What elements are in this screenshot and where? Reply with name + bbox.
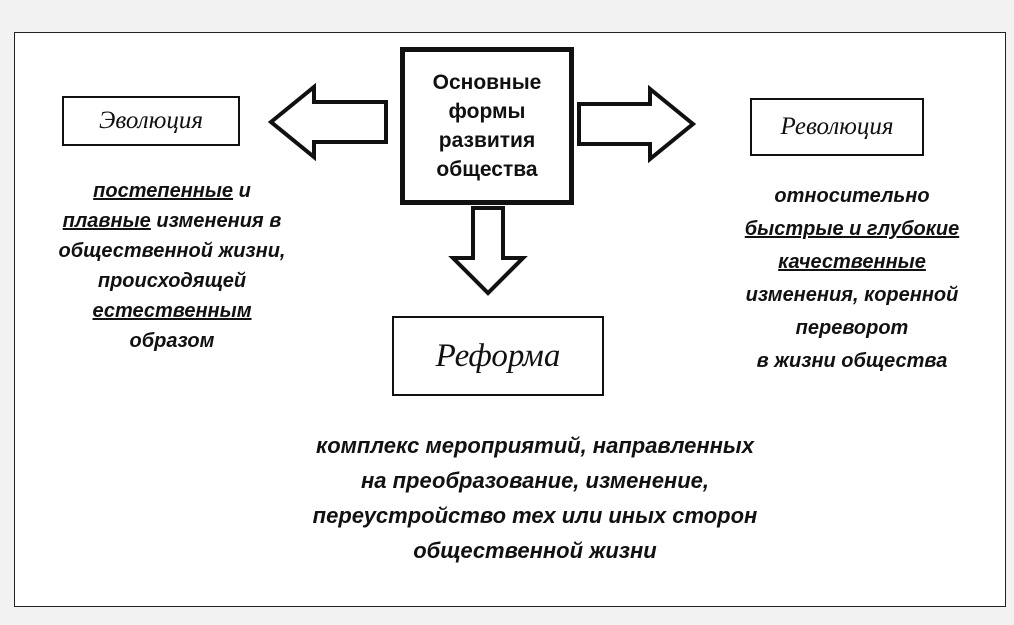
evolution-desc-text: и [233, 180, 251, 202]
evolution-title: Эволюция [99, 107, 203, 134]
evolution-desc-text: изменения в [150, 210, 282, 232]
reform-desc-line: на преобразование, изменение, [360, 468, 710, 493]
reform-desc-line: общественной жизни [413, 538, 657, 563]
reform-desc-line: комплекс мероприятий, направленных [316, 433, 754, 458]
reform-description: комплекс мероприятий, направленных на пр… [215, 428, 855, 568]
arrow-down-icon [448, 206, 528, 296]
revolution-desc-line: изменения, коренной [745, 284, 959, 306]
evolution-box: Эволюция [62, 96, 240, 146]
evolution-desc-line: общественной жизни, [58, 240, 286, 262]
revolution-desc-line: переворот [795, 317, 909, 339]
revolution-desc-line: относительно [774, 185, 930, 207]
revolution-description: относительно быстрые и глубокие качестве… [696, 180, 1008, 378]
revolution-title: Революция [780, 113, 894, 140]
revolution-desc-term: быстрые и глубокие [744, 218, 960, 240]
evolution-desc-term: естественным [92, 300, 252, 322]
evolution-desc-term: плавные [62, 210, 151, 232]
arrow-left-icon [267, 82, 388, 162]
revolution-desc-term: качественные [778, 251, 926, 273]
main-concept-line: Основные [432, 71, 542, 94]
reform-desc-line: переустройство тех или иных сторон [312, 503, 758, 528]
arrow-right-icon [577, 84, 697, 164]
main-concept-box: Основные формы развития общества [400, 47, 574, 205]
revolution-box: Революция [750, 98, 924, 156]
reform-title: Реформа [435, 337, 561, 374]
main-concept-line: формы [448, 100, 526, 123]
reform-box: Реформа [392, 316, 604, 396]
evolution-desc-line: образом [129, 330, 215, 352]
revolution-desc-line: в жизни общества [756, 350, 948, 372]
evolution-description: постепенные и плавные изменения в общест… [22, 176, 322, 356]
main-concept-line: развития [438, 129, 536, 152]
main-concept-line: общества [436, 158, 538, 181]
evolution-desc-term: постепенные [93, 180, 234, 202]
evolution-desc-line: происходящей [97, 270, 247, 292]
